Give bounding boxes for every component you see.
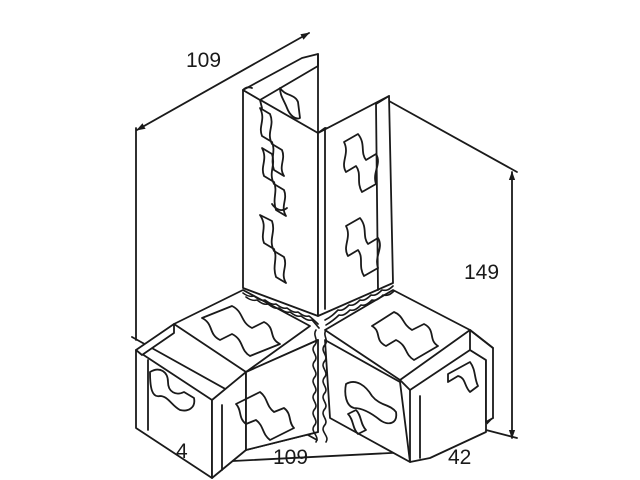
dimension-label-thickness: 4	[176, 440, 188, 463]
left-channel	[135, 289, 319, 479]
right-channel-slots	[344, 311, 479, 435]
dimension-label-top-width: 109	[186, 49, 222, 72]
upright-right-slots	[343, 133, 381, 277]
right-channel	[324, 289, 494, 463]
dimension-label-leg-width: 42	[448, 446, 472, 469]
dimension-label-bottom-width: 109	[273, 446, 309, 469]
dimension-label-height: 149	[464, 261, 500, 284]
vertical-upright	[242, 53, 394, 317]
left-channel-slots	[149, 305, 295, 441]
upright-left-slots	[259, 87, 301, 284]
dim-arrow-bottom	[213, 449, 411, 465]
dim-arrow-top	[136, 32, 310, 131]
weld-beads	[242, 285, 395, 443]
